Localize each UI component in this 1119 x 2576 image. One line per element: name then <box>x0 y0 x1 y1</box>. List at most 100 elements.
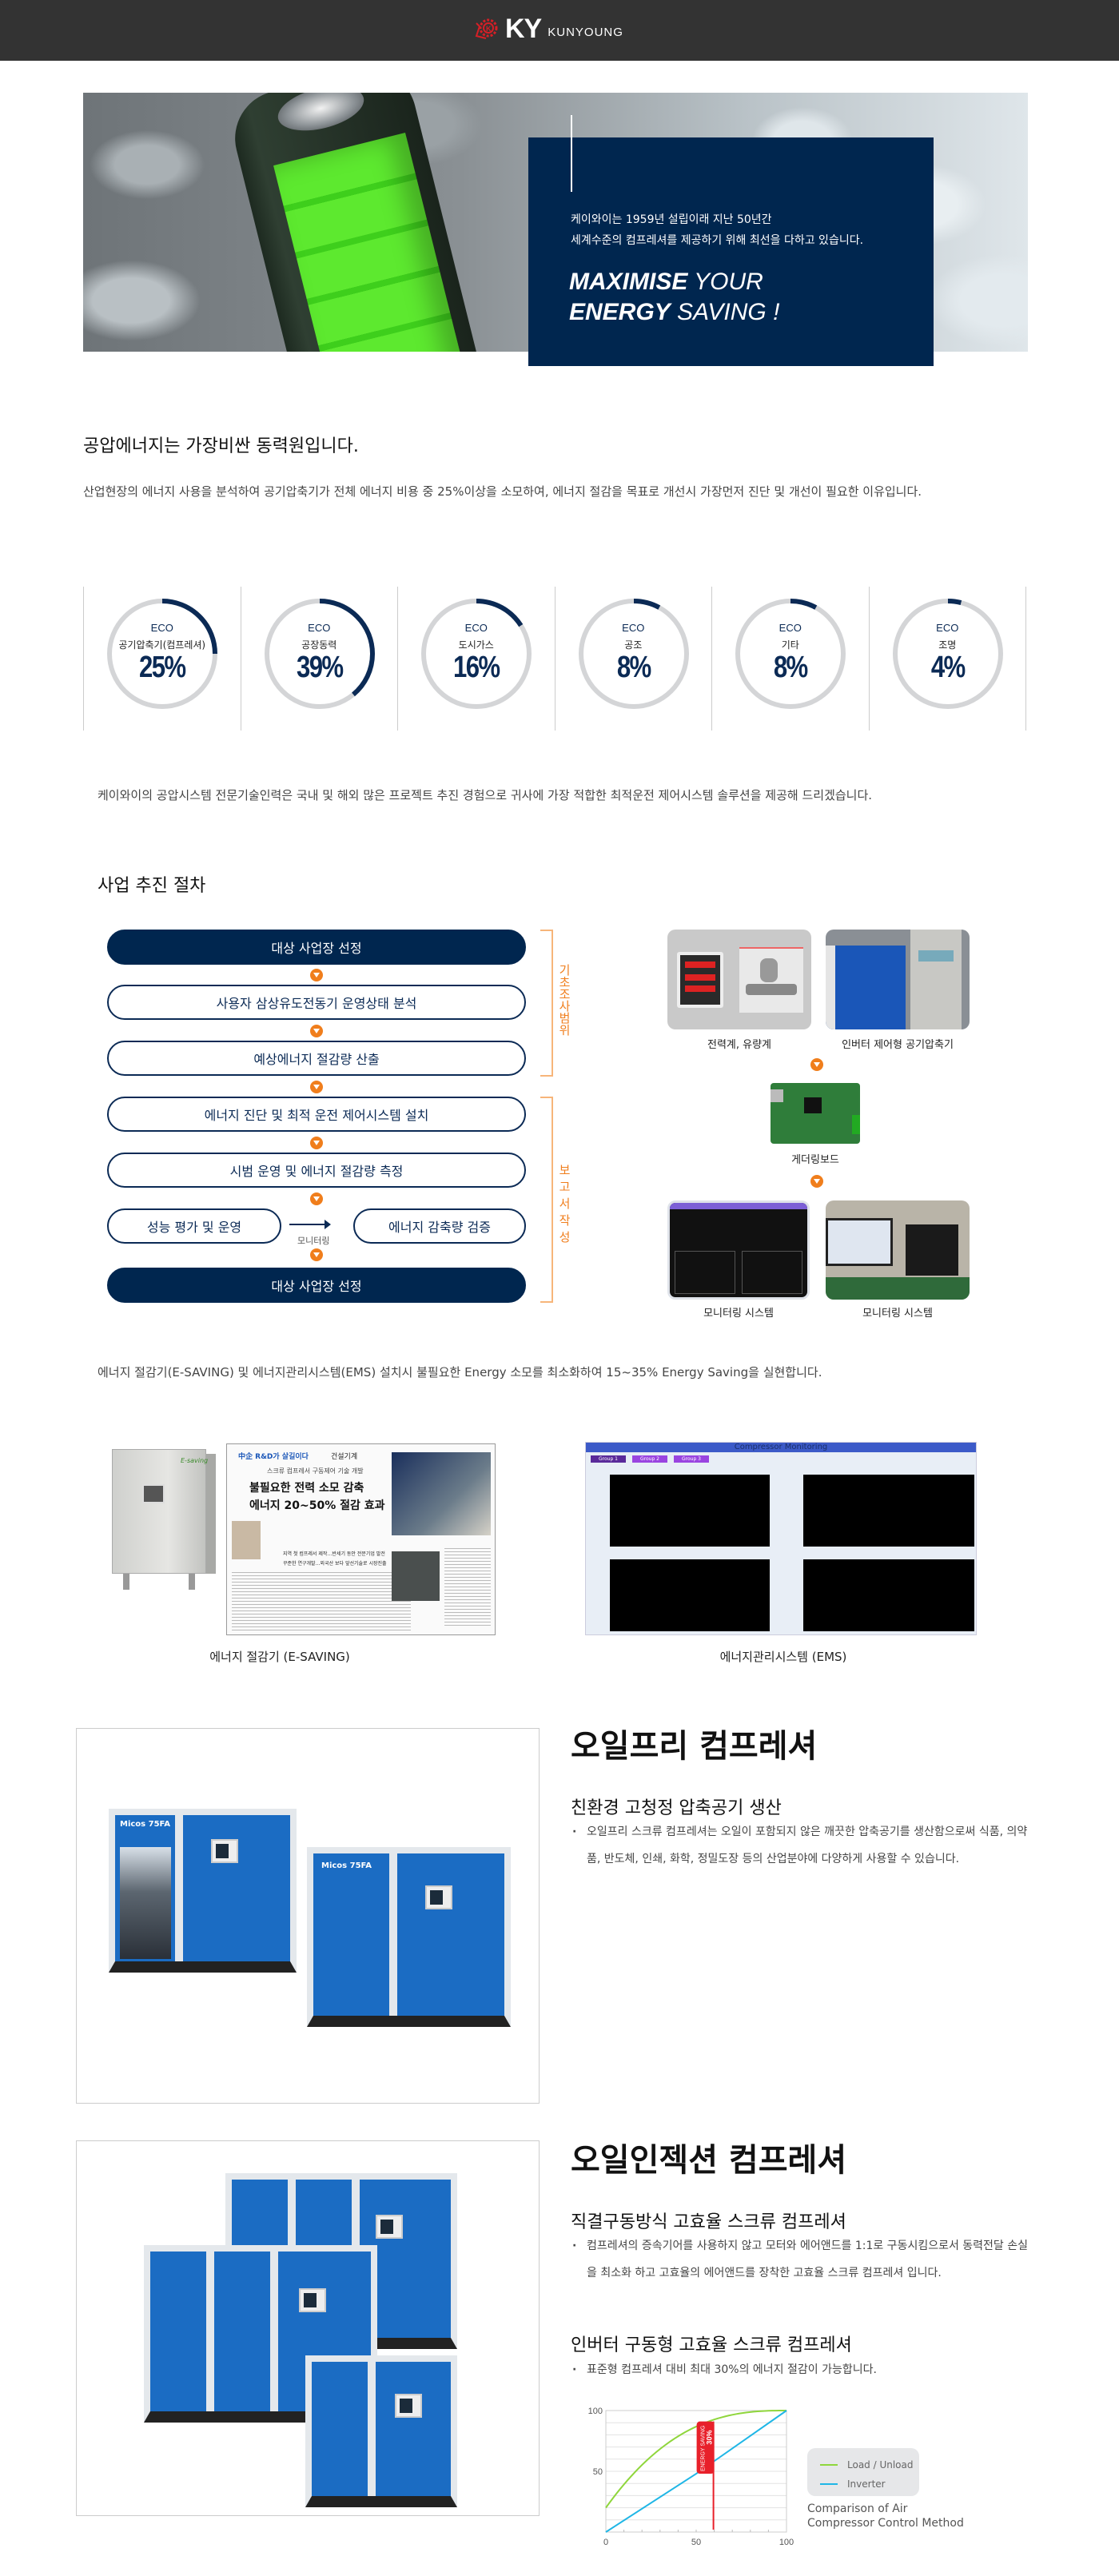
e-saving-device-image: E-saving <box>112 1443 216 1591</box>
stat-ring-progress <box>421 599 532 709</box>
stat-label: 도시가스 <box>458 639 494 651</box>
x-tick-label: 50 <box>691 2538 701 2547</box>
process-step: 대상 사업장 선정 <box>107 1268 526 1303</box>
stat-ring <box>892 599 1003 709</box>
monitoring-desk-photo <box>826 1200 970 1300</box>
hero-divider <box>571 115 572 192</box>
series-line-0 <box>605 2410 787 2509</box>
battery-cap <box>273 93 368 139</box>
hero-title: MAXIMISE YOUR ENERGY SAVING ! <box>569 267 779 328</box>
news-sub: 지역 첫 컴프레서 제작…반세기 동안 전문기업 발전 <box>283 1551 385 1557</box>
x-tick-label: 0 <box>603 2538 608 2547</box>
process-step: 대상 사업장 선정 <box>107 930 526 965</box>
ems-group-tab: Group 1 <box>591 1455 626 1463</box>
news-sub: 꾸준한 연구개발…외국산 보다 앞선기술로 시장진출 <box>283 1561 387 1567</box>
stat-ring <box>421 599 532 709</box>
stat-ring-progress <box>892 599 1003 709</box>
down-arrow-icon <box>810 1175 823 1188</box>
chart-title: Comparison of Air Compressor Control Met… <box>807 2502 964 2530</box>
stat-val: 25% <box>139 651 186 684</box>
stat-val: 16% <box>453 651 500 684</box>
oilinjection-bullet-2: 표준형 컴프레셔 대비 최대 30%의 에너지 절감이 가능합니다. <box>571 2356 1034 2383</box>
stat-val: 39% <box>296 651 344 684</box>
photo-caption: 모니터링 시스템 <box>862 1308 933 1320</box>
oilinjection-subtitle-1: 직결구동방식 고효율 스크류 컴프레셔 <box>571 2212 846 2232</box>
oilfree-product-frame: Micos 75FA Micos 75FA <box>76 1728 540 2104</box>
annotation-label: ENERGY SAVING <box>701 2426 707 2471</box>
down-arrow-icon <box>310 1248 323 1261</box>
hero-title-light: SAVING ! <box>670 299 780 325</box>
hero-title-bold: MAXIMISE <box>569 269 688 295</box>
news-headline: 에너지 20~50% 절감 효과 <box>249 1499 385 1512</box>
stat-label: 기타 <box>781 639 799 651</box>
oilinjection-compressor-unit <box>305 2355 457 2507</box>
down-arrow-icon <box>310 1137 323 1149</box>
oilfree-subtitle: 친환경 고청정 압축공기 생산 <box>571 1798 782 1818</box>
news-headline: 불필요한 전력 소모 감축 <box>249 1482 364 1495</box>
ems-group-tab: Group 3 <box>674 1455 709 1463</box>
y-tick-label: 100 <box>588 2407 603 2416</box>
legend-item-load-unload: Load / Unload <box>820 2459 914 2470</box>
news-source: 건설기계 <box>331 1453 358 1461</box>
process-heading: 사업 추진 절차 <box>98 876 206 896</box>
hero-title-light: YOUR <box>687 269 763 295</box>
inverter-compressor-photo <box>826 930 970 1029</box>
gathering-board-photo <box>771 1083 860 1144</box>
site-logo[interactable]: K KY KUNYOUNG <box>475 11 623 46</box>
oilinjection-product-frame <box>76 2140 540 2516</box>
top-bar <box>0 0 1119 61</box>
process-step: 에너지 진단 및 최적 운전 제어시스템 설치 <box>107 1097 526 1132</box>
stat-eco: ECO <box>150 622 173 634</box>
news-kicker: 스크류 컴프레서 구동제어 기술 개발 <box>267 1467 364 1475</box>
legend-label: Load / Unload <box>847 2459 914 2470</box>
ems-description: 에너지 절감기(E-SAVING) 및 에너지관리시스템(EMS) 설치시 불필… <box>98 1365 822 1380</box>
hero-title-bold: ENERGY <box>569 299 671 325</box>
stat-ring <box>264 599 375 709</box>
annotation-value: 30% <box>706 2431 714 2445</box>
down-arrow-icon <box>310 1081 323 1093</box>
oilinjection-subtitle-2: 인버터 구동형 고효율 스크류 컴프레셔 <box>571 2335 852 2355</box>
side-label-survey: 기초조사범위 <box>557 964 571 1036</box>
battery-charge-fill <box>273 132 468 352</box>
y-tick-label: 50 <box>593 2467 603 2477</box>
stat-ring-progress <box>578 599 689 709</box>
right-arrow-icon <box>289 1220 331 1229</box>
gear-logo-icon: K <box>475 17 499 41</box>
stat-eco: ECO <box>464 622 488 634</box>
monitoring-screen-photo <box>667 1200 810 1300</box>
hero-subtitle-line: 케이와이는 1959년 설립이래 지난 50년간 <box>571 213 772 226</box>
legend-label: Inverter <box>847 2478 886 2490</box>
stat-eco: ECO <box>779 622 802 634</box>
product-brand: Micos 75FA <box>321 1861 372 1870</box>
down-arrow-icon <box>810 1058 823 1071</box>
stat-ring-progress <box>264 599 375 709</box>
ems-group-tab: Group 2 <box>632 1455 667 1463</box>
stat-ring <box>107 599 217 709</box>
down-arrow-icon <box>310 1025 323 1037</box>
stats-footer-text: 케이와이의 공압시스템 전문기술인력은 국내 및 해외 많은 프로젝트 추진 경… <box>98 788 873 802</box>
newspaper-article-image: 中企 R&D가 살길이다 건설기계 스크류 컴프레서 구동제어 기술 개발 불필… <box>226 1443 496 1635</box>
process-step: 예상에너지 절감량 산출 <box>107 1041 526 1076</box>
bracket-report <box>540 1097 553 1303</box>
device-brand: E-saving <box>181 1457 209 1464</box>
stat-label: 조명 <box>938 639 957 651</box>
stat-ring <box>735 599 846 709</box>
meter-photo <box>667 930 811 1029</box>
down-arrow-icon <box>310 969 323 981</box>
stat-label: 공장동력 <box>301 639 337 651</box>
oilinjection-bullet-1: 컴프레셔의 증속기어를 사용하지 않고 모터와 에어앤드를 1:1로 구동시킴으… <box>571 2232 1034 2287</box>
stat-ring-progress <box>107 599 217 709</box>
monitoring-label: 모니터링 <box>297 1236 330 1246</box>
ems-caption: 에너지관리시스템 (EMS) <box>719 1650 847 1664</box>
ems-screen-title: Compressor Monitoring <box>734 1443 828 1451</box>
process-step: 성능 평가 및 운영 <box>107 1208 281 1244</box>
news-banner: 中企 R&D가 살길이다 <box>238 1453 309 1461</box>
stat-eco: ECO <box>936 622 959 634</box>
intro-body: 산업현장의 에너지 사용을 분석하여 공기압축기가 전체 에너지 비용 중 25… <box>83 484 922 499</box>
